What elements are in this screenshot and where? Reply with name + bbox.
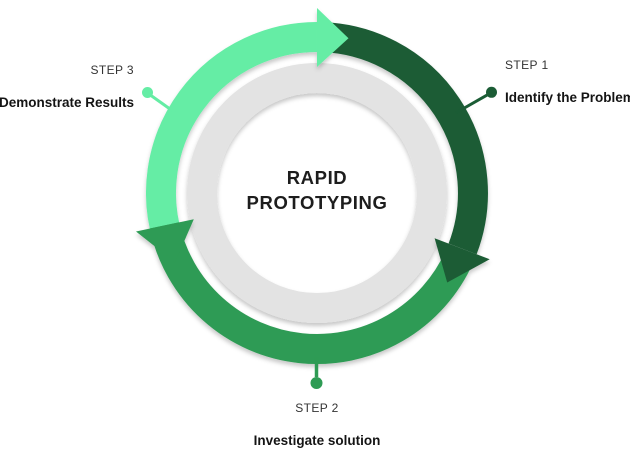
arc-step3-mint [146,22,318,243]
center-title: RAPID PROTOTYPING [247,165,388,215]
connector-line-step3 [150,94,178,116]
center-title-line2: PROTOTYPING [246,192,388,213]
connector-dot-step2 [310,377,323,389]
step1-eyebrow: STEP 1 [505,58,549,72]
step3-eyebrow: STEP 3 [90,63,134,77]
step3-name: Demonstrate Results [0,95,134,110]
step1-name: Identify the Problem [505,90,630,105]
inner-gray-ring [187,63,447,323]
connector-dot-step3 [142,87,153,98]
cycle-arcs-group [136,8,490,364]
step2-eyebrow: STEP 2 [295,401,339,415]
arc-step1-dark-green [321,22,488,255]
step1-label-block: STEP 1 Identify the Problem [505,58,630,105]
step2-label-block: STEP 2 Investigate solution [254,401,381,448]
center-title-line1: RAPID [286,167,348,188]
connector-dot-step1 [486,86,497,98]
arrowhead-step1-icon [434,238,490,283]
arrowhead-step3-icon [317,8,349,67]
step3-label-block: STEP 3 Demonstrate Results [0,63,134,110]
arc-step2-green [149,222,474,364]
connector-line-step1 [454,93,489,115]
arrowhead-step2-icon [136,219,194,263]
step2-name: Investigate solution [253,433,381,448]
